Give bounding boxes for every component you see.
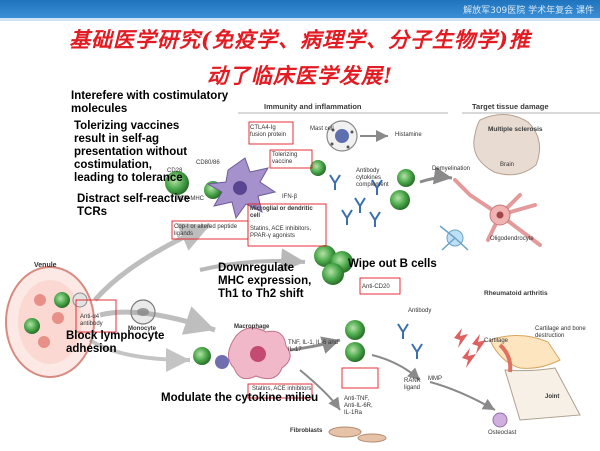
t-cell-cd20-2 [345, 342, 365, 362]
marker-box-statins [247, 383, 313, 399]
header-target: Target tissue damage [472, 102, 549, 111]
rbc-1 [34, 294, 46, 306]
watermark: 解放军309医院 学术年复会 课件 [463, 6, 594, 16]
fibroblast-cells [328, 426, 387, 443]
header-band-edge [0, 18, 600, 21]
label-monocyte: Monocyte [128, 326, 157, 332]
rbc-2 [52, 312, 64, 324]
label-cartilage: Cartilage [484, 338, 509, 344]
cytokine-symbols [454, 328, 486, 368]
t-cell-macro-1 [193, 347, 211, 365]
antibody-cluster-lower [397, 323, 423, 359]
t-cell-ms-2 [397, 169, 415, 187]
label-oligodendrocyte: Oligodendrocyte [490, 236, 534, 242]
label-antibody-cytokines: Antibody cytokines complement [356, 168, 389, 188]
label-anti-tnf: Anti-TNF, Anti-IL-6R, IL-1Ra [344, 396, 373, 416]
label-statins-2: Statins, ACE inhibitors [252, 386, 312, 392]
label-ifn: IFN-β [282, 194, 298, 200]
arrow-demyelination [419, 166, 453, 185]
oligodendrocyte-cell [439, 225, 469, 251]
arrow-to-osteoclast [429, 381, 496, 411]
label-macrophage: Macrophage [234, 324, 270, 330]
label-anti-va4: Anti-α4 antibody [80, 314, 103, 327]
marker-box-microglia [247, 203, 327, 247]
header-ms: Multiple sclerosis [488, 126, 543, 133]
header-band [0, 0, 600, 18]
t-cell-macro-2 [215, 355, 229, 369]
neuron-cell [453, 178, 542, 247]
label-joint: Joint [545, 394, 560, 400]
marker-box-ctla4 [248, 121, 294, 145]
marker-box-tolerizing [269, 149, 313, 169]
arrow-downregulate [199, 248, 306, 273]
t-cell-ms-1 [390, 190, 410, 210]
label-cd80: CD80/86 [196, 160, 220, 166]
label-statins: Statins, ACE inhibitors, PPAR-γ agonists [250, 226, 312, 239]
marker-box-anticd20 [359, 277, 401, 295]
microglial-dendritic-cell [206, 157, 277, 220]
arrow-venule-to-microglia [93, 222, 212, 302]
label-mast-cell: Mast cell [310, 126, 334, 132]
marker-box-antiva4 [75, 299, 117, 333]
osteoclast-cell [492, 412, 508, 428]
arrow-rank [371, 354, 421, 381]
antibody-cluster-top [329, 174, 383, 227]
label-brain: Brain [500, 162, 515, 168]
label-cartilage-bone: Cartilage and bone destruction [535, 326, 586, 339]
brain-shape [473, 114, 541, 176]
label-osteoclast: Osteoclast [488, 430, 517, 436]
label-histamine: Histamine [395, 132, 422, 138]
label-antibody: Antibody [408, 308, 432, 314]
label-tolerizing-vaccine: Tolerizing vaccine [272, 152, 298, 165]
venule-lymphocyte-1 [54, 292, 70, 308]
arrow-cytokine-down [299, 369, 341, 411]
label-anti-cd20: Anti-CD20 [362, 284, 390, 290]
b-cell-1 [314, 245, 336, 267]
label-mmp: MMP [428, 376, 442, 382]
label-fibroblasts: Fibroblasts [290, 428, 323, 434]
arrow-venule-to-macrophage [99, 306, 216, 335]
arrow-macro-to-cells [289, 336, 341, 354]
label-tcr: TCR-MHC [176, 196, 204, 202]
slide-title-line-2: 动了临床医学发展! [206, 63, 394, 88]
annotation-modulate: Modulate the cytokine milieu [161, 392, 319, 404]
joint-shape [489, 335, 581, 421]
label-copi: Cop-I or altered peptide ligands [174, 224, 238, 237]
macrophage-cell [228, 327, 291, 380]
t-cell-cd28 [165, 171, 189, 195]
rbc-3 [38, 336, 50, 348]
b-cell-3 [322, 263, 344, 285]
label-rank-ligand: RANK ligand [404, 378, 421, 391]
label-cd28: CD28 [167, 168, 183, 174]
arrow-venule-lower [88, 338, 191, 372]
mast-cell [326, 120, 358, 152]
marker-boxes [75, 121, 401, 399]
annotation-wipe-out: Wipe out B cells [348, 258, 437, 270]
label-cytokines: TNF, IL-1, IL-6 and IL-17 [288, 340, 339, 353]
venule-lymphocyte-2 [24, 318, 40, 334]
label-venule: Venule [34, 262, 57, 269]
label-demyelination: Demyelination [432, 166, 471, 172]
header-ra: Rheumatoid arthritis [484, 290, 548, 297]
t-cell-cd20-1 [345, 320, 365, 340]
marker-box-cytokine [341, 367, 379, 389]
t-cell-mid-1 [310, 160, 326, 176]
label-microglial: Microglial or dendritic cell [250, 206, 313, 219]
header-immunity: Immunity and inflammation [264, 102, 362, 111]
slide-title-line-1: 基础医学研究(免疫学、病理学、分子生物学)推 [69, 27, 531, 52]
